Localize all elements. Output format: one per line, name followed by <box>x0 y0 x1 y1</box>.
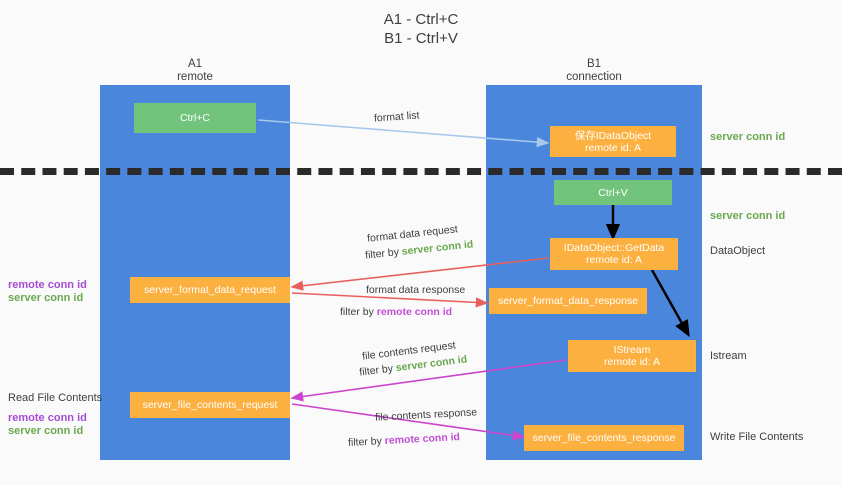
edge-label-format-data-response: format data response <box>366 284 466 296</box>
page-title: A1 - Ctrl+C B1 - Ctrl+V <box>0 10 842 48</box>
filter-prefix-4: filter by <box>347 435 386 449</box>
label-write-file-contents: Write File Contents <box>710 431 804 443</box>
box-server-format-data-response-label: server_format_data_response <box>497 295 639 307</box>
label-remote-conn-id-2: remote conn id <box>8 412 87 424</box>
edge-label-format-list: format list <box>373 109 420 125</box>
box-ctrl-c-label: Ctrl+C <box>179 112 211 124</box>
column-b1-name: B1 <box>586 58 602 70</box>
label-server-conn-id-top: server conn id <box>710 131 786 143</box>
label-server-conn-id-2: server conn id <box>8 425 84 437</box>
box-idataobject-getdata[interactable]: IDataObject::GetData remote id: A <box>550 238 678 270</box>
box-istream-line2: remote id: A <box>603 356 661 368</box>
box-server-file-contents-request[interactable]: server_file_contents_request <box>130 392 290 418</box>
box-server-file-contents-response-label: server_file_contents_response <box>532 432 676 444</box>
box-istream[interactable]: IStream remote id: A <box>568 340 696 372</box>
label-istream: Istream <box>710 350 747 362</box>
label-server-conn-id-1: server conn id <box>8 292 84 304</box>
label-server-conn-id-second: server conn id <box>710 210 786 222</box>
filter-value-server-conn-id-1: server conn id <box>401 238 474 258</box>
box-istream-line1: IStream <box>613 344 651 356</box>
column-a1-name: A1 <box>187 58 203 70</box>
filter-value-remote-conn-id-1: remote conn id <box>376 306 453 318</box>
column-b1-sub: connection <box>566 71 622 83</box>
filter-value-remote-conn-id-2: remote conn id <box>384 431 461 447</box>
column-a1-sub: remote <box>177 71 213 83</box>
edge-label-format-data-response-filter: filter by remote conn id <box>340 306 452 319</box>
box-server-file-contents-response[interactable]: server_file_contents_response <box>524 425 684 451</box>
box-save-idataobject[interactable]: 保存IDataObject remote id: A <box>550 126 676 157</box>
box-server-format-data-request-label: server_format_data_request <box>144 284 276 296</box>
title-line-1: A1 - Ctrl+C <box>383 11 459 28</box>
title-line-2: B1 - Ctrl+V <box>384 30 458 47</box>
box-server-format-data-response[interactable]: server_format_data_response <box>489 288 647 314</box>
box-ctrl-v-label: Ctrl+V <box>598 186 628 199</box>
column-header-a1: A1 remote <box>100 58 290 84</box>
box-idataobject-getdata-line2: remote id: A <box>585 254 643 266</box>
box-save-idataobject-line2: remote id: A <box>584 141 642 154</box>
box-server-file-contents-request-label: server_file_contents_request <box>142 399 278 411</box>
label-read-file-contents: Read File Contents <box>8 392 103 404</box>
filter-prefix-3: filter by <box>358 362 397 379</box>
edge-label-file-contents-response: file contents response <box>374 406 478 424</box>
box-idataobject-getdata-line1: IDataObject::GetData <box>563 242 665 254</box>
label-remote-conn-id-1: remote conn id <box>8 279 87 291</box>
box-server-format-data-request[interactable]: server_format_data_request <box>130 277 290 303</box>
box-save-idataobject-line1: 保存IDataObject <box>574 129 652 142</box>
filter-prefix-1: filter by <box>364 245 403 262</box>
divider-dashed-line <box>0 168 842 175</box>
column-header-b1: B1 connection <box>486 58 702 84</box>
box-ctrl-c[interactable]: Ctrl+C <box>134 103 256 133</box>
box-ctrl-v[interactable]: Ctrl+V <box>554 180 672 205</box>
edge-label-file-contents-response-filter: filter by remote conn id <box>348 431 461 450</box>
label-dataobject: DataObject <box>710 245 766 257</box>
filter-prefix-2: filter by <box>340 306 377 318</box>
